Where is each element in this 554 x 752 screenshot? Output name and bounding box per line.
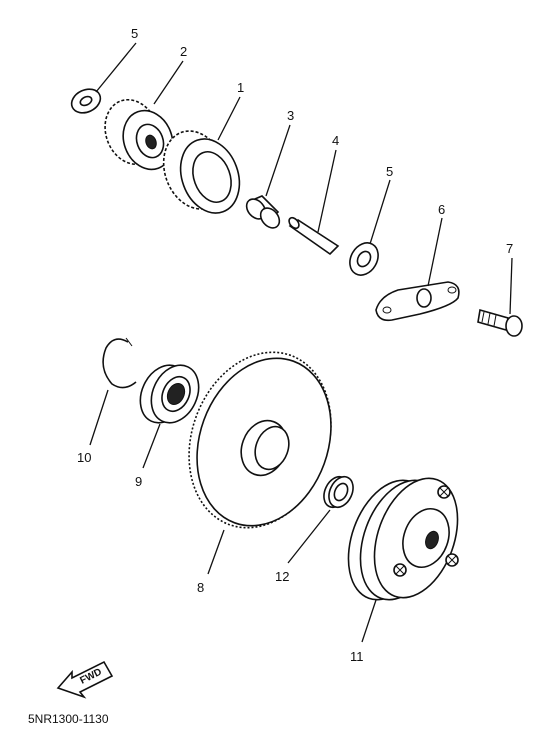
seal-part-12 [323, 475, 354, 509]
label-part-1: 1 [237, 80, 244, 95]
leader-lines [89, 42, 513, 643]
plate-part-6 [375, 281, 460, 322]
bearing-part-9 [139, 364, 200, 424]
label-part-4: 4 [332, 133, 339, 148]
bolt-part-7 [477, 308, 523, 337]
label-part-11: 11 [350, 649, 364, 664]
collar-part-3 [245, 195, 281, 229]
label-part-6: 6 [438, 202, 445, 217]
circlip-part-10 [102, 337, 137, 389]
gear-disc-part-8 [188, 351, 332, 529]
label-part-5-right: 5 [386, 164, 393, 179]
hub-part-11 [347, 477, 459, 601]
washer-part-5-top [70, 88, 102, 114]
label-part-2: 2 [180, 44, 187, 59]
washer-part-5-right [349, 242, 379, 276]
ring-gear-part-1 [162, 130, 241, 214]
label-part-8: 8 [197, 580, 204, 595]
label-part-12: 12 [275, 569, 289, 584]
fwd-arrow-icon: FWD [56, 660, 114, 699]
label-part-7: 7 [506, 241, 513, 256]
shaft-part-4 [288, 216, 340, 256]
gear-part-2 [104, 98, 174, 171]
label-part-3: 3 [287, 108, 294, 123]
label-part-9: 9 [135, 474, 142, 489]
diagram-code: 5NR1300-1130 [28, 712, 109, 726]
label-part-10: 10 [77, 450, 91, 465]
label-part-5-top: 5 [131, 26, 138, 41]
